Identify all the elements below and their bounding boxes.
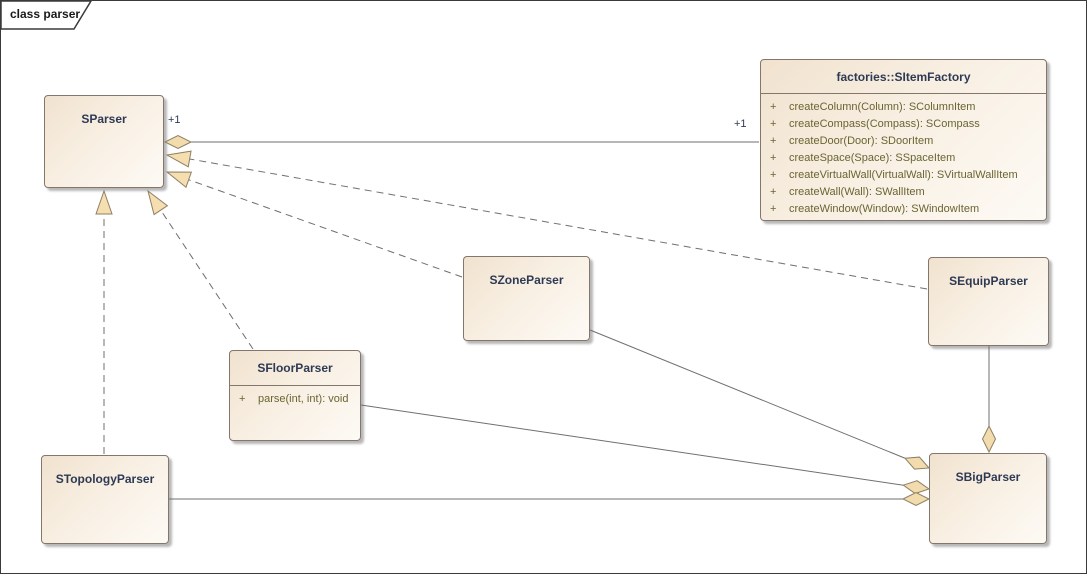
class-title: SParser — [81, 112, 127, 126]
class-title: SZoneParser — [489, 273, 564, 287]
method-createVirtualWall[interactable]: + createVirtualWall(VirtualWall): SVirtu… — [761, 167, 1046, 184]
method-signature: createVirtualWall(VirtualWall): SVirtual… — [789, 169, 1018, 181]
method-signature: createWindow(Window): SWindowItem — [789, 203, 980, 215]
multiplicity-label-sparser-end: +1 — [168, 114, 181, 126]
method-signature: createCompass(Compass): SCompass — [789, 118, 980, 130]
visibility-marker: + — [770, 186, 777, 198]
frame-tab-label: class parser — [10, 7, 81, 21]
visibility-marker: + — [770, 169, 777, 181]
method-signature: createDoor(Door): SDoorItem — [789, 135, 934, 147]
method-signature: createWall(Wall): SWallItem — [789, 186, 925, 198]
visibility-marker: + — [770, 118, 777, 130]
edge-sbigparser-szoneparser-aggregation[interactable] — [589, 329, 929, 468]
method-compartment: + parse(int, int): void — [230, 386, 360, 408]
class-sitemfactory[interactable]: factories::SItemFactory + createColumn(C… — [760, 59, 1047, 221]
method-signature: createColumn(Column): SColumnItem — [789, 101, 976, 113]
method-signature: parse(int, int): void — [258, 393, 349, 405]
class-sparser[interactable]: SParser — [44, 95, 164, 188]
method-createWindow[interactable]: + createWindow(Window): SWindowItem — [761, 201, 1046, 218]
method-createColumn[interactable]: + createColumn(Column): SColumnItem — [761, 99, 1046, 116]
visibility-marker: + — [239, 393, 246, 405]
class-sequipparser[interactable]: SEquipParser — [928, 257, 1049, 346]
class-title: SBigParser — [955, 470, 1021, 484]
visibility-marker: + — [770, 152, 777, 164]
class-title: factories::SItemFactory — [761, 60, 1046, 94]
visibility-marker: + — [770, 101, 777, 113]
method-createDoor[interactable]: + createDoor(Door): SDoorItem — [761, 133, 1046, 150]
class-stopologyparser[interactable]: STopologyParser — [41, 455, 169, 544]
class-sbigparser[interactable]: SBigParser — [929, 453, 1047, 544]
edge-sfloorparser-sparser-realization[interactable] — [147, 189, 254, 350]
visibility-marker: + — [770, 135, 777, 147]
method-signature: createSpace(Space): SSpaceItem — [789, 152, 956, 164]
edge-szoneparser-sparser-realization[interactable] — [165, 171, 463, 278]
method-createCompass[interactable]: + createCompass(Compass): SCompass — [761, 116, 1046, 133]
class-sfloorparser[interactable]: SFloorParser + parse(int, int): void — [229, 350, 361, 441]
visibility-marker: + — [770, 203, 777, 215]
edge-sequipparser-sparser-realization[interactable] — [165, 150, 928, 290]
class-title: SEquipParser — [949, 274, 1028, 288]
class-title: STopologyParser — [55, 472, 155, 486]
method-createWall[interactable]: + createWall(Wall): SWallItem — [761, 184, 1046, 201]
class-title: SFloorParser — [230, 351, 360, 386]
method-parse[interactable]: + parse(int, int): void — [230, 391, 360, 408]
method-createSpace[interactable]: + createSpace(Space): SSpaceItem — [761, 150, 1046, 167]
method-compartment: + createColumn(Column): SColumnItem + cr… — [761, 94, 1046, 218]
edge-sbigparser-sfloorparser-aggregation[interactable] — [360, 404, 929, 489]
multiplicity-label-factory-end: +1 — [734, 118, 747, 130]
class-szoneparser[interactable]: SZoneParser — [463, 256, 590, 341]
